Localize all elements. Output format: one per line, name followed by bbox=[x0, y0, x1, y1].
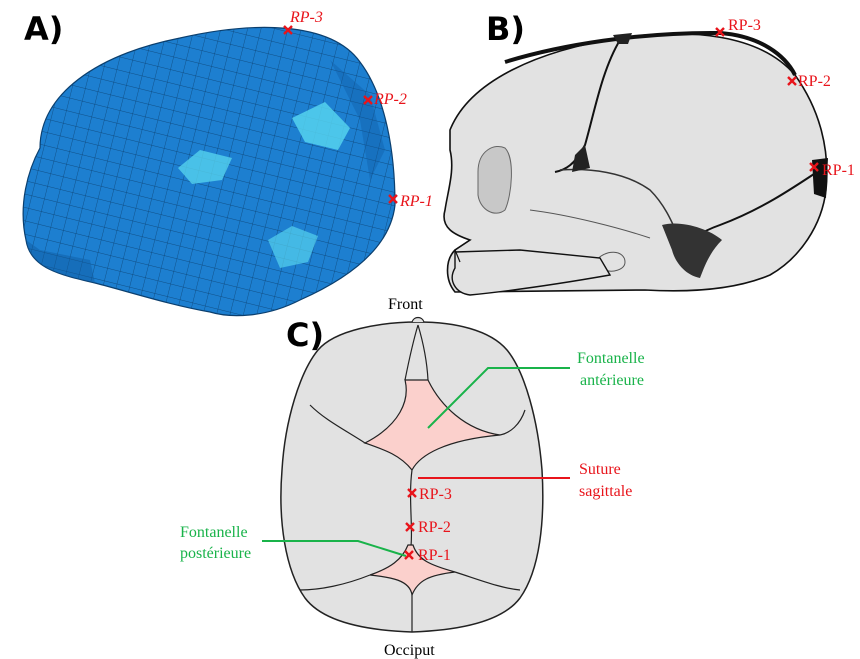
panel-a-rp1-label: RP-1 bbox=[399, 193, 433, 210]
panel-c-rp3-label: RP-3 bbox=[419, 486, 452, 503]
panel-a-rp3-label: RP-3 bbox=[289, 9, 323, 26]
anterior-fontanelle-label-2: antérieure bbox=[580, 372, 644, 389]
panel-b: B) RP-3 bbox=[444, 10, 855, 295]
sagittal-suture-label-2: sagittale bbox=[579, 483, 632, 500]
sagittal-suture-label-1: Suture bbox=[579, 461, 621, 478]
panel-b-rp3: RP-3 bbox=[716, 17, 761, 36]
panel-b-rp3-label: RP-3 bbox=[728, 17, 761, 34]
panel-a-label: A) bbox=[24, 10, 63, 48]
panel-c-rp1-label: RP-1 bbox=[418, 547, 451, 564]
lateral-skull-drawing bbox=[444, 33, 828, 295]
panel-a-rp1: RP-1 bbox=[389, 193, 433, 210]
panel-c-label: C) bbox=[286, 316, 324, 354]
fe-mesh-skull bbox=[23, 27, 395, 315]
occiput-label: Occiput bbox=[384, 642, 435, 659]
panel-c: C) Front Occiput bbox=[180, 296, 645, 659]
posterior-fontanelle-label-1: Fontanelle bbox=[180, 524, 248, 541]
posterior-fontanelle-label-2: postérieure bbox=[180, 545, 251, 562]
panel-c-rp2-label: RP-2 bbox=[418, 519, 451, 536]
front-label: Front bbox=[388, 296, 423, 313]
panel-a: A) RP-3 RP-2 RP-1 bbox=[23, 9, 433, 316]
top-view-skull bbox=[281, 318, 543, 633]
eye-orbit bbox=[478, 146, 511, 213]
panel-b-label: B) bbox=[486, 10, 525, 48]
panel-b-rp1-label: RP-1 bbox=[822, 162, 855, 179]
anterior-fontanelle-label-1: Fontanelle bbox=[577, 350, 645, 367]
panel-b-rp2-label: RP-2 bbox=[798, 73, 831, 90]
panel-a-rp2-label: RP-2 bbox=[373, 91, 407, 108]
